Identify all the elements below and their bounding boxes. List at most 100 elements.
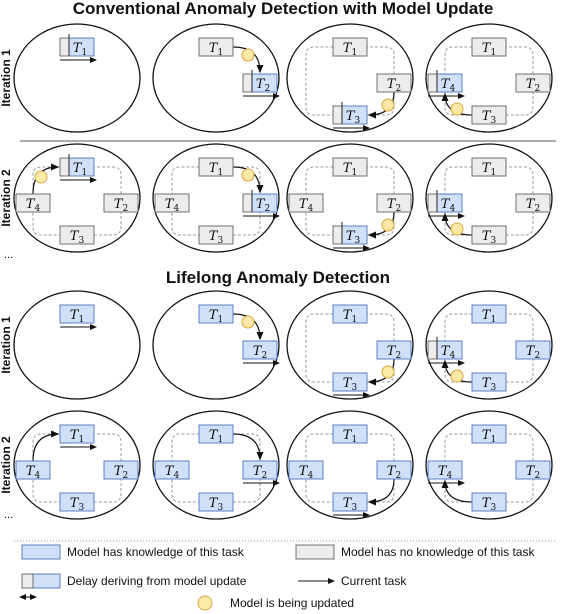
conv-iter1-step3-task3-delay [332,105,343,125]
life-iter2-step3-task4-label: T4 [299,464,314,481]
conv-iter2-step4-task2-label-index: 2 [534,204,540,214]
life-iter2-step3-ellipse [286,410,414,520]
conv-iter1-step3-task3: T3 [332,102,370,131]
life-iter1-step1-task1-box [59,304,95,324]
legend-known-label: Model has knowledge of this task [67,545,245,559]
life-iter2-step2-task3-box [198,492,234,512]
conv-iter2-step2-task3-box [198,225,234,245]
conv-iter2-step4-task3-label-index: 3 [490,236,496,246]
life-iter1-step3-task3-label-index: 3 [351,383,357,393]
life-iter2-step4-task1-label-letter: T [482,428,492,443]
conv-iter2-step4-task3-label: T3 [482,229,497,246]
conv-iter2-step1-task4-label: T4 [26,197,41,214]
life-iter2-step1-task2-label-index: 2 [122,471,128,481]
conv-iter1-step4-task1-label-letter: T [482,41,492,56]
life-iter2-step4-task2-label: T2 [526,464,540,481]
life-iter1-step1-task1-label: T1 [70,308,84,325]
life-iter2-step1-task3-label: T3 [70,496,85,513]
conv-iter1-step4-task4: T4 [427,70,465,99]
conv-iter2-step2-task4-box [154,193,190,213]
legend-current-label: Current task [341,574,407,588]
conv-iter2-step4-task3: T3 [471,225,507,246]
conv-iter1-step2-task2-label-index: 2 [264,84,270,94]
conv-iter2-step3-task4: T4 [288,193,324,214]
title-conventional: Conventional Anomaly Detection with Mode… [73,0,494,18]
life-iter1-step4-task3-box [471,372,507,392]
conv-iter1-step4-task3-label-letter: T [482,109,492,124]
conv-iter2-step2-transition-update [241,168,255,182]
conv-iter2-step3-task3-delay [332,225,343,245]
life-iter2-step2-task3-label: T3 [209,496,224,513]
conv-iter1-step4-task1: T1 [471,37,507,58]
life-iter1-step3-task1: T1 [332,304,368,325]
conv-iter2-step4-task1-label-letter: T [482,161,492,176]
conv-iter1-step4-task2-box [515,73,551,93]
life-iter1-step2-transition-update [241,315,255,329]
life-iter2-step4-task4-label-index: 4 [446,471,452,481]
conv-iter2-step4-task1-box [471,157,507,177]
conv-iter2-step1-task1: T1 [59,154,97,183]
conv-iter2-step3-task1-label: T1 [343,161,357,178]
conv-iter1-step4-transition-update [450,102,464,116]
life-iter2-step1-task4-label: T4 [26,464,41,481]
conv-iter1-step1-task1-label: T1 [73,41,87,58]
life-iter2-step4-task3-label: T3 [482,496,497,513]
life-iter2-step3-task1-label: T1 [343,428,357,445]
conv-iter2-step1-task2-label-index: 2 [122,204,128,214]
conv-iter2-step3-task1-box [332,157,368,177]
conv-iter2-step2-task4: T4 [154,193,190,214]
legend-delay-label: Delay deriving from model update [67,574,247,588]
life-iter2-step4-ellipse [425,410,553,520]
life-iter1-step4-task2-label: T2 [526,344,540,361]
life-iter2-step3-task2-label-letter: T [387,464,397,479]
life-iter2-step4-task4: T4 [427,460,465,486]
life-iter1-step3-task1-label: T1 [343,308,357,325]
life-iter1-step1-ellipse [13,290,141,400]
conv-iter1-step3-task3-label-letter: T [346,109,356,124]
life-iter2-step1-task3-label-letter: T [70,496,80,511]
life-iter1-step4-transition-update [450,369,464,383]
life-iter1-step4-task4: T4 [427,337,465,366]
conv-iter1-step3-task3-label-index: 3 [354,116,360,126]
conv-iter2-step2-task4-label: T4 [165,197,180,214]
life-iter1-step1-task1-label-index: 1 [78,315,84,325]
conv-iter2-step1-task1-label-index: 1 [81,168,87,178]
conv-iter2-step4-task4-label-index: 4 [449,204,455,214]
life-iter1-step4-task1-label-index: 1 [490,315,496,325]
life-iter2-step2-task4-label-index: 4 [173,471,179,481]
conv-iter2-step1-ellipse [13,143,141,253]
life-iter2-step2-task2-label-letter: T [253,464,263,479]
life-iter1-step2-task2-box [242,340,278,360]
life-iter2-step1-task1: T1 [59,424,97,450]
conv-iter2-step2-task4-label-letter: T [165,197,175,212]
life-iter2-step1-task4-label-index: 4 [34,471,40,481]
conv-iter2-step4-task3-box [471,225,507,245]
life-iter2-step2-task2-label-index: 2 [261,471,267,481]
life-iter1-step4-task2-label-index: 2 [534,351,540,361]
conv-iter1-step4-task2-label-letter: T [526,77,536,92]
conv-iter1-step4-task4-delay [427,73,438,93]
conv-iter1-step4-task4-label: T4 [441,77,456,94]
conv-iter1-step4-task2-label-index: 2 [534,84,540,94]
conv-iter1-step1-task1: T1 [59,34,97,63]
life-iter2-step4-task3-label-letter: T [482,496,492,511]
conv-iter1-step3-task3-label: T3 [346,109,361,126]
conv-iter1-step2-task2: T2 [242,70,280,99]
life-iter1-step3-task3-box [332,372,368,392]
life-iter1-step3-task1-box [332,304,368,324]
life-iter1-step1-task1-label-letter: T [70,308,80,323]
conv-iter2-step4-task4: T4 [427,190,465,219]
conv-iter1-step4-task2-label: T2 [526,77,540,94]
conv-iter1-step2-transition-update [241,48,255,62]
conv-iter1-step3-task1-box [332,37,368,57]
conv-iter1-step3-task1-label-index: 1 [351,48,357,58]
life-iter2-step1-task2-label: T2 [114,464,128,481]
conv-iter2-step3-transition-update [381,218,395,232]
life-iter1-step3-transition-update [381,365,395,379]
legend-unknown-label: Model has no knowledge of this task [341,545,535,559]
legend-updating-label: Model is being updated [230,596,354,610]
life-iter1-step4-task2-label-letter: T [526,344,536,359]
life-iter2-step2-task2-box [242,460,278,480]
